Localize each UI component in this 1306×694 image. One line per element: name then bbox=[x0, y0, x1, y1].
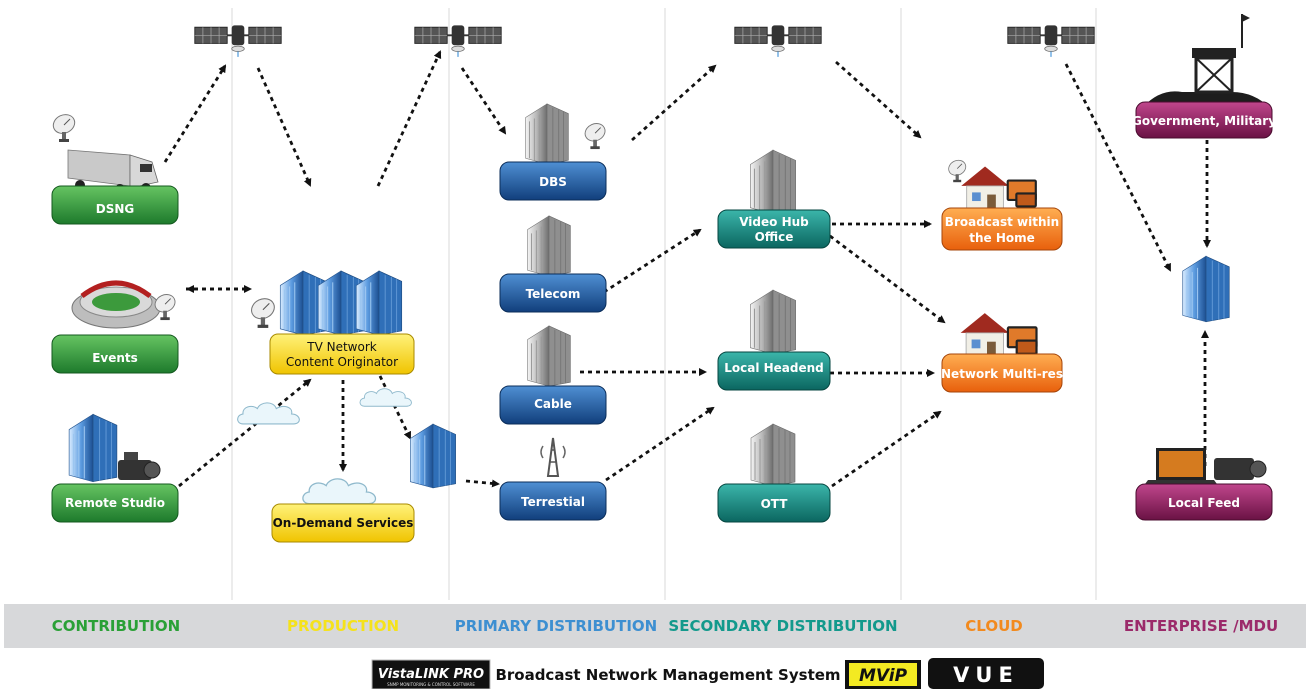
building-icon bbox=[409, 423, 457, 489]
connection-arrows bbox=[163, 50, 1211, 488]
column-dividers bbox=[231, 8, 1097, 600]
band-label-secondary-distribution: SECONDARY DISTRIBUTION bbox=[668, 617, 897, 635]
node-label: DBS bbox=[539, 175, 567, 189]
building-icon bbox=[68, 413, 118, 483]
svg-text:MViP: MViP bbox=[859, 666, 908, 686]
node-ott: OTT bbox=[717, 423, 831, 523]
node-label: DSNG bbox=[96, 202, 135, 216]
building-icon bbox=[525, 103, 569, 165]
node-label: Broadcast within bbox=[945, 215, 1059, 229]
building-icon bbox=[750, 423, 796, 487]
footer-title: Broadcast Network Management System bbox=[495, 666, 840, 684]
dish-antenna-icon bbox=[582, 120, 609, 150]
node-network-multires: Network Multi-res bbox=[941, 312, 1063, 393]
stadium-icon bbox=[71, 280, 161, 329]
node-label: Telecom bbox=[526, 287, 581, 301]
antenna-tower-icon bbox=[540, 437, 566, 477]
node-remote-studio: Remote Studio bbox=[51, 413, 179, 523]
node-label: the Home bbox=[969, 231, 1035, 245]
node-label: On-Demand Services bbox=[273, 516, 414, 530]
vue-logo: VUE bbox=[928, 658, 1044, 689]
node-government: Government, Military bbox=[1132, 14, 1276, 139]
node-terrestial: Terrestial bbox=[499, 437, 607, 521]
laptop-camera-icon bbox=[1142, 448, 1267, 488]
vistalink-pro-logo: VistaLINK PRO SNMP MONITORING & CONTROL … bbox=[371, 659, 491, 690]
node-label: OTT bbox=[761, 497, 789, 511]
node-label: Cable bbox=[534, 397, 572, 411]
node-label: TV Network bbox=[306, 340, 377, 354]
watchtower-icon bbox=[1142, 14, 1270, 108]
camera-icon bbox=[118, 452, 161, 480]
node-telecom: Telecom bbox=[499, 215, 607, 313]
cloud-icon bbox=[302, 478, 377, 505]
svg-text:SNMP MONITORING & CONTROL SOFT: SNMP MONITORING & CONTROL SOFTWARE bbox=[387, 682, 475, 687]
dish-antenna-icon bbox=[946, 158, 969, 183]
node-video-hub: Video Hub Office bbox=[717, 149, 831, 249]
node-events: Events bbox=[51, 280, 179, 374]
building-icon bbox=[1182, 255, 1230, 323]
band-label-enterprise-mdu: ENTERPRISE /MDU bbox=[1124, 617, 1278, 635]
home-devices-icon bbox=[960, 165, 1038, 211]
building-icon bbox=[749, 289, 797, 355]
node-dsng: DSNG bbox=[50, 112, 179, 225]
node-label: Terrestial bbox=[521, 495, 585, 509]
node-cable: Cable bbox=[499, 325, 607, 425]
mvip-logo: MViP bbox=[845, 660, 921, 689]
svg-text:VUE: VUE bbox=[953, 663, 1019, 687]
category-band bbox=[4, 604, 1306, 648]
node-local-headend: Local Headend bbox=[717, 289, 831, 391]
band-label-contribution: CONTRIBUTION bbox=[52, 617, 180, 635]
building-icon bbox=[355, 270, 403, 336]
building-icon bbox=[527, 325, 571, 387]
node-label: Events bbox=[92, 351, 138, 365]
band-label-production: PRODUCTION bbox=[287, 617, 399, 635]
dish-antenna-icon bbox=[248, 296, 279, 329]
node-label: Government, Military bbox=[1132, 114, 1276, 128]
node-on-demand: On-Demand Services bbox=[271, 478, 415, 543]
footer: VistaLINK PRO SNMP MONITORING & CONTROL … bbox=[371, 658, 1044, 690]
building-icon bbox=[749, 149, 797, 215]
satellite-icon bbox=[413, 24, 503, 58]
node-label: Video Hub bbox=[739, 215, 809, 229]
satellite-icon bbox=[193, 24, 283, 58]
node-label: Local Headend bbox=[724, 361, 824, 375]
band-label-cloud: CLOUD bbox=[965, 617, 1022, 635]
band-label-primary-distribution: PRIMARY DISTRIBUTION bbox=[455, 617, 657, 635]
node-tv-network: TV Network Content Originator bbox=[248, 270, 415, 375]
node-local-feed: Local Feed bbox=[1135, 448, 1273, 521]
cloud-icon bbox=[359, 388, 412, 407]
node-dbs: DBS bbox=[499, 103, 609, 201]
satellite-icon bbox=[733, 24, 823, 58]
building-icon bbox=[527, 215, 571, 277]
truck-icon bbox=[67, 149, 159, 194]
dish-antenna-icon bbox=[50, 112, 79, 143]
cloud-icon bbox=[237, 402, 300, 425]
svg-text:VistaLINK PRO: VistaLINK PRO bbox=[378, 667, 484, 682]
category-labels: CONTRIBUTION PRODUCTION PRIMARY DISTRIBU… bbox=[52, 617, 1278, 635]
home-devices-icon bbox=[960, 312, 1039, 358]
node-broadcast-home: Broadcast within the Home bbox=[941, 158, 1063, 251]
node-label: Local Feed bbox=[1168, 496, 1240, 510]
node-label: Remote Studio bbox=[65, 496, 165, 510]
satellite-icon bbox=[1006, 24, 1096, 58]
node-label: Content Originator bbox=[286, 355, 398, 369]
node-label: Office bbox=[755, 230, 794, 244]
node-label: Network Multi-res bbox=[941, 367, 1063, 381]
